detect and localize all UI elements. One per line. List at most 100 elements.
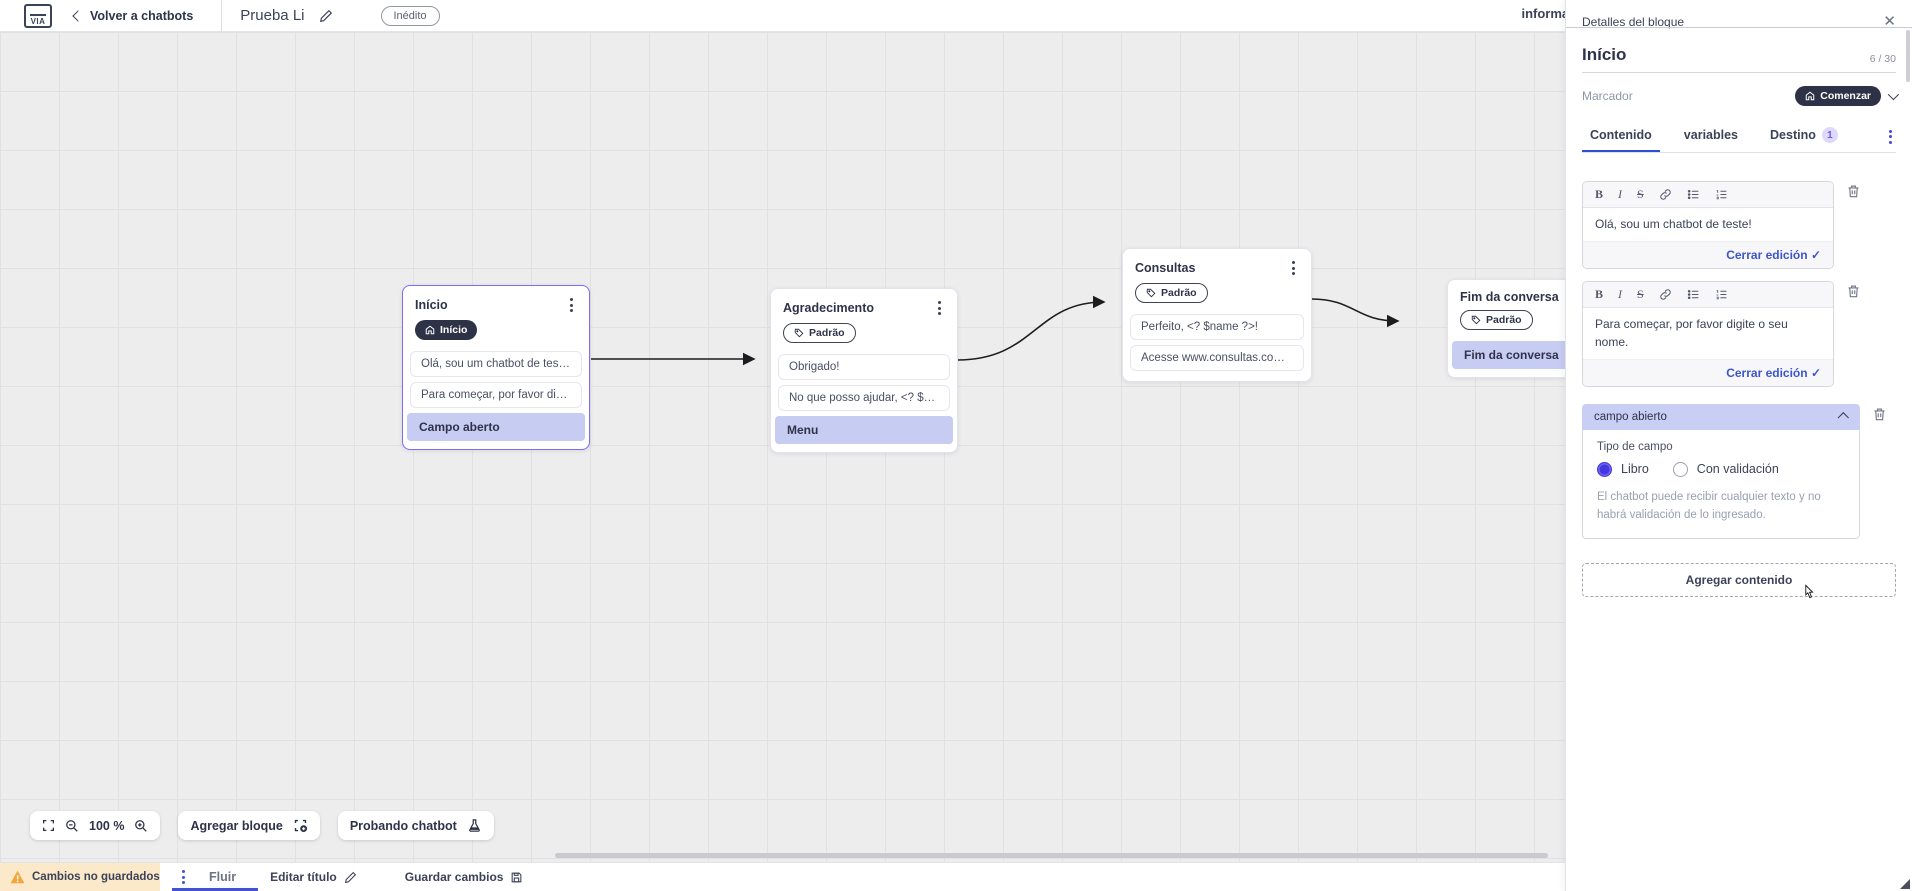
bold-icon[interactable]: B [1595, 286, 1604, 301]
destino-count-badge: 1 [1821, 127, 1838, 143]
back-to-chatbots-button[interactable]: Volver a chatbots [72, 8, 194, 23]
close-edit-link[interactable]: Cerrar edición ✓ [1583, 358, 1833, 386]
strikethrough-icon[interactable]: S [1637, 286, 1644, 301]
close-edit-link[interactable]: Cerrar edición ✓ [1583, 240, 1833, 268]
home-icon [1805, 91, 1815, 101]
zoom-in-icon[interactable] [134, 819, 148, 833]
name-char-counter: 6 / 30 [1869, 53, 1896, 65]
tab-fluir[interactable]: Fluir [209, 870, 237, 884]
unsaved-changes-warning: Cambios no guardados [0, 863, 160, 891]
resize-corner-handle[interactable] [1900, 879, 1910, 889]
tab-variables[interactable]: variables [1683, 128, 1739, 142]
node-menu-row[interactable]: Menu [775, 416, 953, 444]
check-icon: ✓ [1810, 247, 1821, 262]
delete-open-field-trash-icon[interactable] [1872, 406, 1887, 422]
bullet-list-icon[interactable] [1687, 188, 1700, 201]
open-field-header[interactable]: campo abierto [1582, 403, 1860, 430]
delete-editor-trash-icon[interactable] [1846, 183, 1861, 199]
bold-icon[interactable]: B [1595, 187, 1604, 201]
close-panel-icon[interactable]: ✕ [1883, 13, 1896, 30]
fullscreen-icon[interactable] [42, 819, 55, 832]
numbered-list-icon[interactable] [1715, 288, 1728, 301]
flow-canvas[interactable]: Início Início Olá, sou um chatbot de tes… [0, 32, 1565, 862]
tabs-divider [1566, 27, 1912, 28]
add-block-icon [294, 819, 307, 833]
node-title: Agradecimento [783, 301, 874, 315]
link-icon[interactable] [1659, 288, 1672, 301]
save-icon [512, 872, 522, 882]
save-changes-button[interactable]: Guardar cambios [405, 870, 524, 884]
header-divider [221, 0, 223, 32]
node-fim-da-conversa[interactable]: Fim da conversa Padrão Fim da conversa [1447, 279, 1565, 378]
warning-icon [10, 870, 25, 884]
edit-title-pencil-icon[interactable] [319, 9, 333, 23]
node-message-row[interactable]: Perfeito, <? $name ?>! [1130, 314, 1304, 340]
block-name-input[interactable]: Início [1582, 45, 1627, 64]
node-inicio[interactable]: Início Início Olá, sou um chatbot de tes… [402, 285, 590, 450]
block-details-panel: Detalles del bloque ✕ Início 6 / 30 Marc… [1565, 0, 1912, 891]
edge-consultas-fim [1310, 298, 1400, 328]
bot-title: Prueba Li [240, 7, 305, 24]
node-message-row[interactable]: Para começar, por favor digite o ... [410, 382, 582, 408]
check-icon: ✓ [1810, 365, 1821, 380]
canvas-toolbar: 100 % Agregar bloque Probando chatbot [30, 811, 494, 840]
field-type-label: Tipo de campo [1597, 440, 1673, 453]
italic-icon[interactable]: I [1618, 187, 1623, 201]
zoom-out-icon[interactable] [65, 819, 79, 833]
bullet-list-icon[interactable] [1687, 288, 1700, 301]
node-open-field-row[interactable]: Campo aberto [407, 413, 585, 441]
node-message-row[interactable]: No que posso ajudar, <? $name ... [778, 385, 950, 411]
link-icon[interactable] [1659, 188, 1672, 201]
panel-vertical-scrollbar[interactable] [1906, 30, 1910, 82]
zoom-controls: 100 % [30, 811, 161, 840]
status-badge: Inédito [380, 5, 440, 26]
node-default-tag: Padrão [783, 323, 856, 343]
pencil-icon [344, 871, 356, 883]
node-message-row[interactable]: Obrigado! [778, 354, 950, 380]
mouse-cursor-pointer [1805, 584, 1814, 599]
radio-selected-icon [1597, 461, 1612, 477]
strikethrough-icon[interactable]: S [1637, 187, 1644, 201]
delete-editor-trash-icon[interactable] [1846, 283, 1861, 299]
edit-title-button[interactable]: Editar título [270, 870, 357, 884]
radio-unselected-icon [1672, 461, 1688, 477]
text-editor[interactable]: B I S Olá, sou um chatbot de teste! Cerr… [1582, 181, 1834, 269]
node-end-row[interactable]: Fim da conversa [1452, 341, 1565, 369]
tab-contenido[interactable]: Contenido [1582, 122, 1660, 152]
node-message-row[interactable]: Olá, sou um chatbot de teste! [410, 351, 582, 377]
test-chatbot-button[interactable]: Probando chatbot [337, 811, 494, 840]
collapse-chevron-up-icon[interactable] [1837, 411, 1849, 424]
horizontal-scrollbar[interactable] [555, 853, 1548, 858]
flow-menu-kebab-icon[interactable] [182, 870, 185, 884]
chevron-left-icon [72, 9, 84, 22]
marker-label: Marcador [1582, 89, 1633, 103]
node-menu-kebab-icon[interactable] [1288, 259, 1299, 277]
italic-icon[interactable]: I [1618, 286, 1623, 301]
panel-title: Detalles del bloque [1582, 14, 1685, 29]
node-menu-kebab-icon[interactable] [934, 299, 945, 317]
node-title: Início [415, 298, 448, 312]
tag-icon [794, 328, 804, 338]
node-message-row[interactable]: Acesse www.consultas.com par... [1130, 345, 1304, 371]
radio-con-validacion[interactable]: Con validación [1672, 461, 1779, 477]
node-default-tag: Padrão [1460, 310, 1533, 330]
node-menu-kebab-icon[interactable] [566, 296, 577, 314]
marker-chevron-down-icon[interactable] [1887, 88, 1900, 101]
radio-libro[interactable]: Libro [1597, 461, 1649, 477]
editor-text[interactable]: Olá, sou um chatbot de teste! [1595, 217, 1752, 231]
node-agradecimento[interactable]: Agradecimento Padrão Obrigado! No que po… [770, 288, 958, 453]
tag-icon [1146, 288, 1156, 298]
add-block-button[interactable]: Agregar bloque [178, 811, 320, 840]
node-consultas[interactable]: Consultas Padrão Perfeito, <? $name ?>! … [1122, 248, 1312, 382]
text-editor[interactable]: B I S Para começar, por favor digite o s… [1582, 280, 1834, 387]
numbered-list-icon[interactable] [1715, 188, 1728, 201]
editor-text[interactable]: Para começar, por favor digite o seu nom… [1595, 316, 1788, 350]
panel-menu-kebab-icon[interactable] [1885, 126, 1896, 148]
marker-value-pill[interactable]: Comenzar [1795, 86, 1881, 106]
home-icon [425, 325, 435, 335]
back-label: Volver a chatbots [90, 8, 194, 23]
add-content-button[interactable]: Agregar contenido [1582, 563, 1896, 599]
field-type-help-text: El chatbot puede recibir cualquier texto… [1597, 490, 1821, 521]
